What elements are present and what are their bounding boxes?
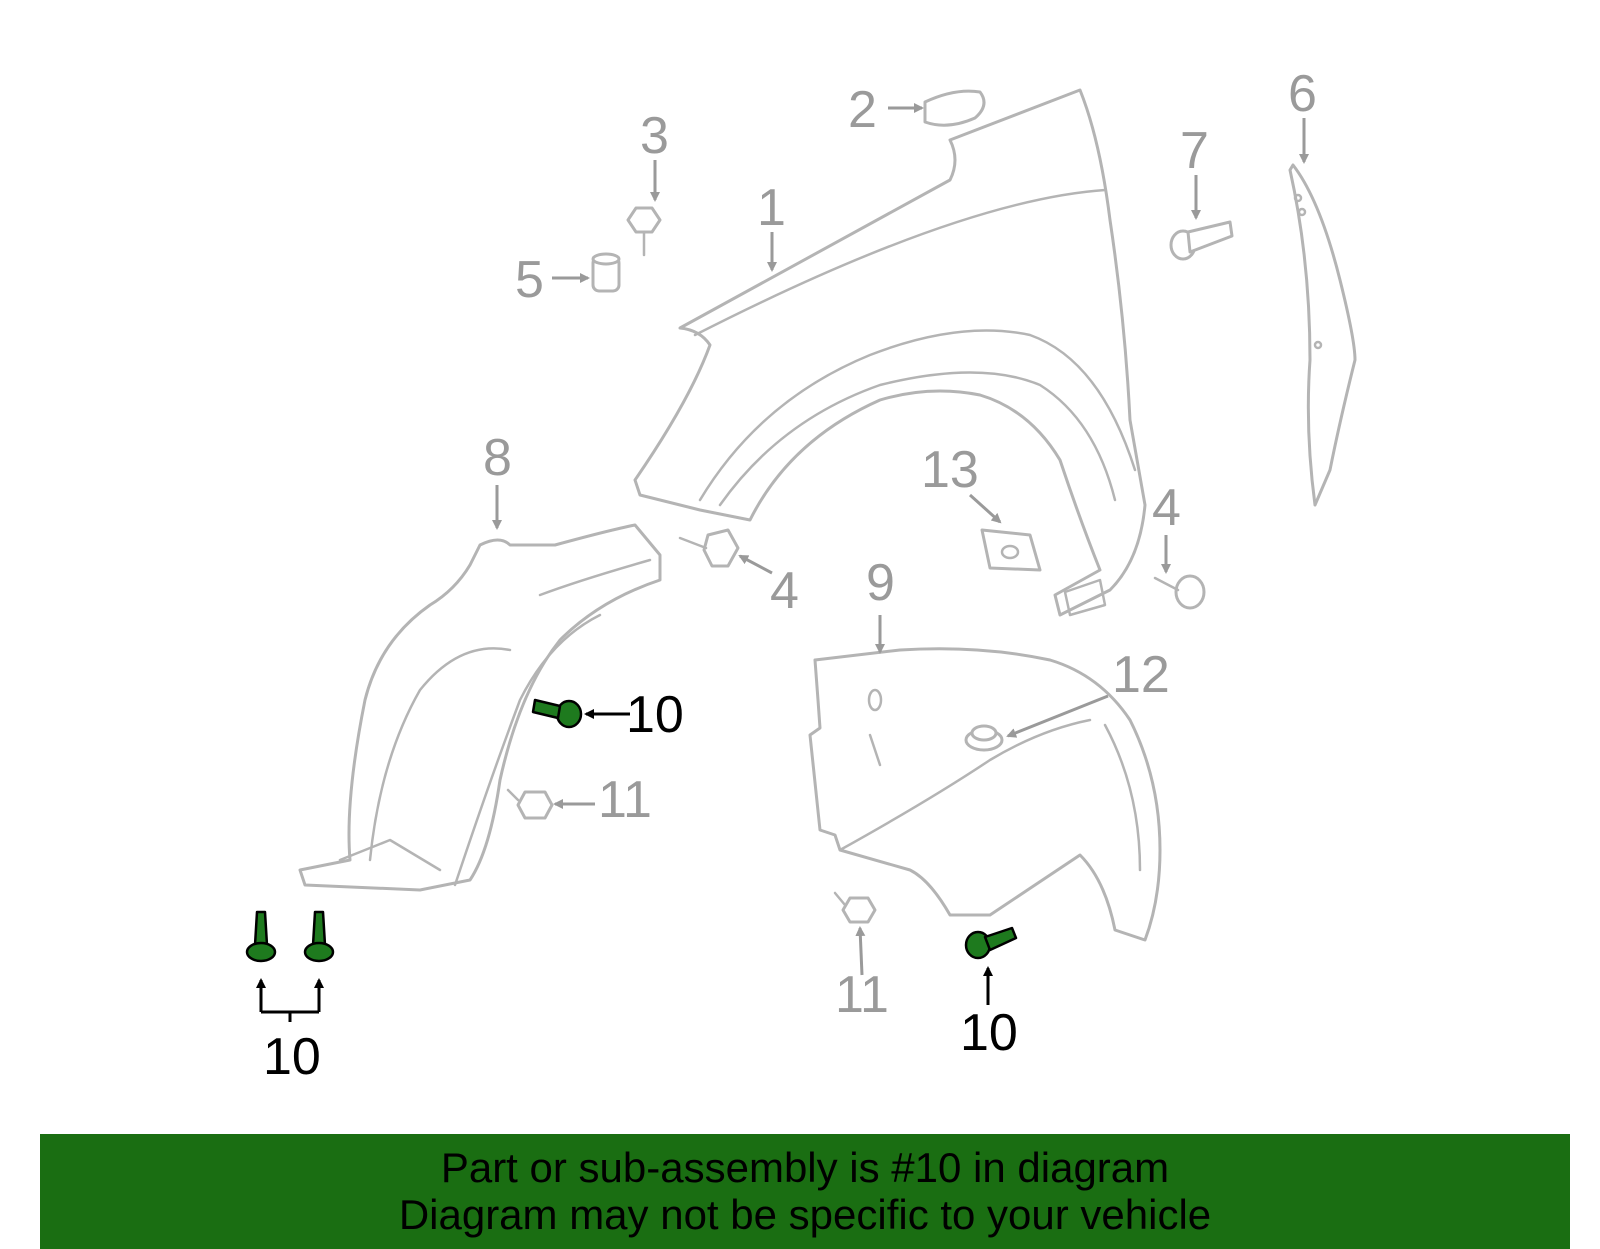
info-banner: Part or sub-assembly is #10 in diagram D… (40, 1134, 1570, 1249)
arrow-11b (855, 926, 866, 976)
cap-part-2 (923, 89, 986, 127)
callout-10-right: 10 (960, 1004, 1018, 1062)
callout-7: 7 (1180, 122, 1209, 180)
callout-12: 12 (1112, 646, 1170, 704)
bolt-part-3 (626, 206, 662, 257)
callout-9: 9 (866, 554, 895, 612)
callout-10-center: 10 (626, 686, 684, 744)
arrow-12 (1006, 694, 1109, 738)
nut-part-11b (833, 891, 877, 924)
callout-11-bottom: 11 (835, 966, 889, 1024)
callout-11-left: 11 (598, 771, 652, 829)
liner-part-8 (298, 523, 662, 892)
nut-part-11a (506, 788, 554, 820)
bolt-part-4b (1153, 574, 1206, 610)
bracket-part-13 (980, 528, 1042, 572)
bolt-part-4a (678, 528, 740, 568)
screw-part-10-a (531, 698, 583, 729)
callout-4-right: 4 (1152, 479, 1181, 537)
callout-10-left: 10 (263, 1028, 321, 1086)
clip-part-7 (1169, 220, 1234, 261)
arrow-13 (968, 493, 1002, 524)
callout-8: 8 (483, 429, 512, 487)
callout-1: 1 (757, 179, 786, 237)
liner-part-9 (808, 647, 1162, 942)
callout-6: 6 (1288, 65, 1317, 123)
screw-part-10-c (303, 910, 335, 963)
callout-3: 3 (640, 107, 669, 165)
callout-5: 5 (515, 251, 544, 309)
callout-4-left: 4 (770, 562, 799, 620)
seal-part-6 (1288, 163, 1357, 507)
spacer-part-5 (591, 252, 621, 293)
callout-13: 13 (921, 441, 979, 499)
banner-line-1: Part or sub-assembly is #10 in diagram (440, 1144, 1170, 1191)
fender-part-1 (633, 88, 1147, 617)
arrow-4a (738, 554, 773, 575)
screw-part-10-b (245, 910, 277, 963)
screw-part-10-d (964, 926, 1018, 960)
grommet-part-12 (964, 724, 1004, 752)
callout-2: 2 (848, 81, 877, 139)
banner-line-2: Diagram may not be specific to your vehi… (398, 1191, 1212, 1238)
